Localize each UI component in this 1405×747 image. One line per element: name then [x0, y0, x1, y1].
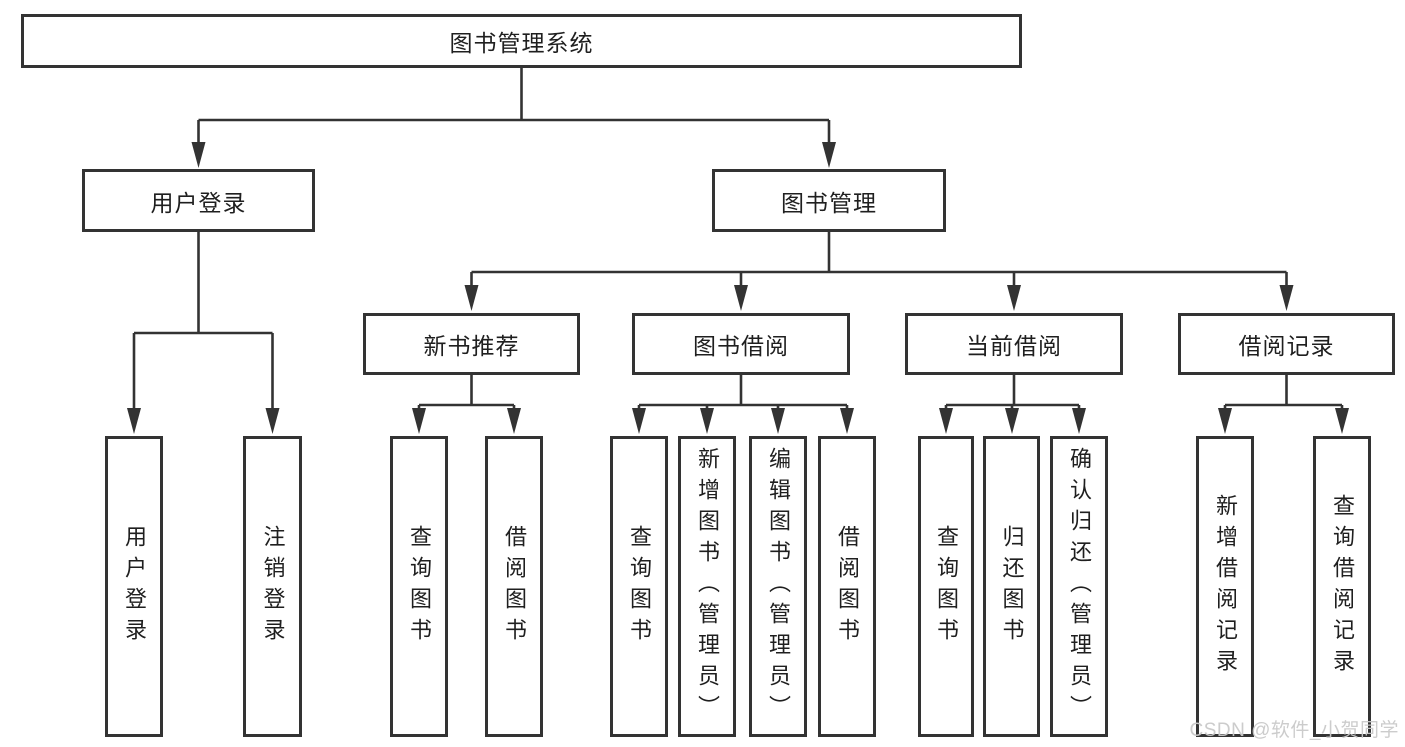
node-current-borrow: 当前借阅 — [905, 313, 1123, 375]
connector-current-borrow-to-leaves — [939, 375, 1086, 434]
leaf-borrow-books-recommend: 借阅图书 — [485, 436, 543, 737]
leaf-edit-books-admin: 编辑图书（管理员） — [749, 436, 807, 737]
leaf-query-books-recommend: 查询图书 — [390, 436, 448, 737]
leaf-confirm-return-admin: 确认归还（管理员） — [1050, 436, 1108, 737]
node-root-system: 图书管理系统 — [21, 14, 1022, 68]
leaf-add-books-admin: 新增图书（管理员） — [678, 436, 736, 737]
leaf-borrow-books: 借阅图书 — [818, 436, 876, 737]
leaf-return-books: 归还图书 — [983, 436, 1040, 737]
node-book-borrow: 图书借阅 — [632, 313, 850, 375]
leaf-query-borrow-record: 查询借阅记录 — [1313, 436, 1371, 737]
connector-root-to-level2 — [191, 68, 836, 168]
node-borrow-records: 借阅记录 — [1178, 313, 1395, 375]
connector-book-management-to-level3 — [464, 232, 1294, 311]
connector-book-borrow-to-leaves — [632, 375, 854, 434]
node-book-management: 图书管理 — [712, 169, 946, 232]
leaf-query-books-current: 查询图书 — [918, 436, 974, 737]
leaf-logout: 注销登录 — [243, 436, 302, 737]
leaf-add-borrow-record: 新增借阅记录 — [1196, 436, 1254, 737]
connector-user-login-to-leaves — [127, 232, 280, 434]
leaf-user-login: 用户登录 — [105, 436, 163, 737]
watermark-text: CSDN @软件_小贺同学 — [1189, 720, 1399, 741]
connector-borrow-records-to-leaves — [1218, 375, 1349, 434]
leaf-query-books-borrow: 查询图书 — [610, 436, 668, 737]
connector-new-book-recommend-to-leaves — [412, 375, 521, 434]
node-user-login: 用户登录 — [82, 169, 315, 232]
node-new-book-recommend: 新书推荐 — [363, 313, 580, 375]
